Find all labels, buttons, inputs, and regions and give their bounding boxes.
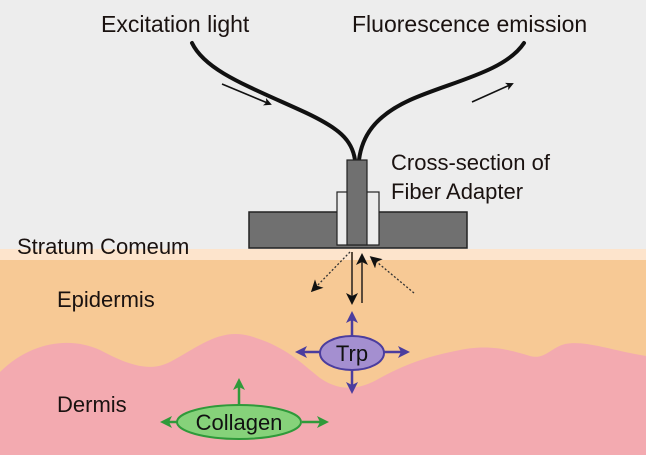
trp-fluorophore: Trp — [295, 311, 410, 394]
fiber-adapter — [248, 159, 468, 249]
excitation-direction-arrow — [221, 83, 272, 106]
adapter-label-line1: Cross-section of — [391, 150, 551, 175]
stratum-corneum-layer — [0, 249, 646, 261]
collagen-label: Collagen — [196, 410, 283, 435]
emission-fiber — [357, 41, 526, 162]
scatter-out-arrow — [310, 251, 351, 293]
excitation-light-label: Excitation light — [101, 11, 250, 37]
fluorescence-emission-label: Fluorescence emission — [352, 11, 587, 37]
adapter-label-line2: Fiber Adapter — [391, 179, 523, 204]
collagen-fluorophore: Collagen — [160, 378, 329, 440]
emission-direction-arrow — [471, 82, 514, 103]
stratum-corneum-label: Stratum Comeum — [17, 234, 189, 259]
excitation-fiber — [190, 41, 357, 162]
scatter-in-arrow — [369, 256, 415, 294]
trp-label: Trp — [336, 341, 368, 366]
dermis-label: Dermis — [57, 392, 127, 417]
epidermis-label: Epidermis — [57, 287, 155, 312]
